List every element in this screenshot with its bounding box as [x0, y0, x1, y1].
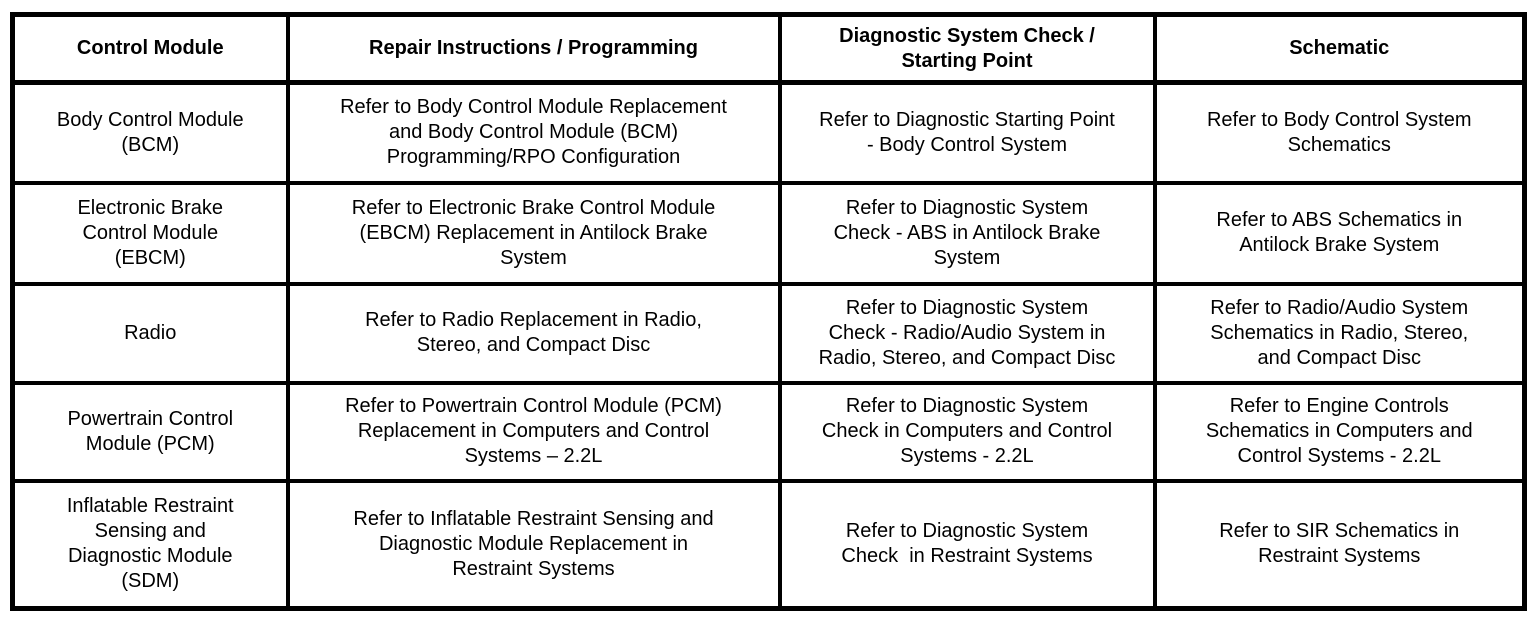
table-row-ebcm: Electronic Brake Control Module (EBCM) R… — [10, 180, 1527, 286]
bcm-control-module-cell: Body Control Module (BCM) — [10, 80, 290, 185]
radio-diagnostic-cell: Refer to Diagnostic System Check - Radio… — [777, 281, 1157, 385]
sdm-control-module-cell: Inflatable Restraint Sensing and Diagnos… — [10, 478, 290, 611]
ebcm-repair-cell: Refer to Electronic Brake Control Module… — [285, 180, 782, 286]
radio-control-module-cell: Radio — [10, 281, 290, 385]
control-module-reference-table: Control Module Repair Instructions / Pro… — [10, 12, 1527, 611]
control-module-reference-table-container: Control Module Repair Instructions / Pro… — [10, 12, 1527, 611]
ebcm-control-module-cell: Electronic Brake Control Module (EBCM) — [10, 180, 290, 286]
column-header-schematic: Schematic — [1152, 12, 1527, 85]
ebcm-diagnostic-cell: Refer to Diagnostic System Check - ABS i… — [777, 180, 1157, 286]
pcm-repair-cell: Refer to Powertrain Control Module (PCM)… — [285, 380, 782, 483]
table-row-pcm: Powertrain Control Module (PCM) Refer to… — [10, 380, 1527, 483]
table-row-bcm: Body Control Module (BCM) Refer to Body … — [10, 80, 1527, 185]
pcm-diagnostic-cell: Refer to Diagnostic System Check in Comp… — [777, 380, 1157, 483]
radio-repair-cell: Refer to Radio Replacement in Radio, Ste… — [285, 281, 782, 385]
table-row-radio: Radio Refer to Radio Replacement in Radi… — [10, 281, 1527, 385]
pcm-control-module-cell: Powertrain Control Module (PCM) — [10, 380, 290, 483]
bcm-repair-cell: Refer to Body Control Module Replacement… — [285, 80, 782, 185]
column-header-control-module: Control Module — [10, 12, 290, 85]
column-header-diagnostic-system-check: Diagnostic System Check / Starting Point — [777, 12, 1157, 85]
header-row: Control Module Repair Instructions / Pro… — [10, 12, 1527, 85]
radio-schematic-cell: Refer to Radio/Audio System Schematics i… — [1152, 281, 1527, 385]
bcm-diagnostic-cell: Refer to Diagnostic Starting Point - Bod… — [777, 80, 1157, 185]
sdm-repair-cell: Refer to Inflatable Restraint Sensing an… — [285, 478, 782, 611]
ebcm-schematic-cell: Refer to ABS Schematics in Antilock Brak… — [1152, 180, 1527, 286]
table-row-sdm: Inflatable Restraint Sensing and Diagnos… — [10, 478, 1527, 611]
sdm-diagnostic-cell: Refer to Diagnostic System Check in Rest… — [777, 478, 1157, 611]
sdm-schematic-cell: Refer to SIR Schematics in Restraint Sys… — [1152, 478, 1527, 611]
pcm-schematic-cell: Refer to Engine Controls Schematics in C… — [1152, 380, 1527, 483]
bcm-schematic-cell: Refer to Body Control System Schematics — [1152, 80, 1527, 185]
column-header-repair-instructions: Repair Instructions / Programming — [285, 12, 782, 85]
